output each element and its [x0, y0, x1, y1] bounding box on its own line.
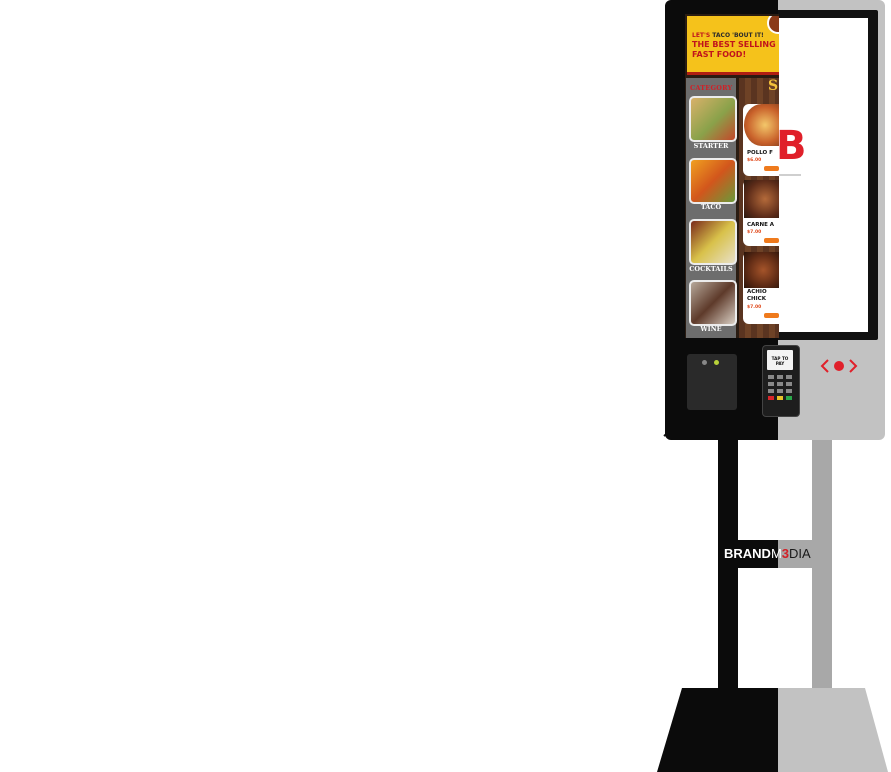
- food-image-1: [744, 104, 779, 146]
- category-tile-starter[interactable]: [689, 96, 737, 142]
- stand-brace-gray-top: [778, 540, 812, 568]
- logo-underline: [779, 174, 801, 176]
- category-label-taco: TACO: [700, 203, 722, 211]
- category-tile-cocktails[interactable]: [689, 219, 737, 265]
- brand-part4: DIA: [789, 546, 811, 561]
- add-to-cart-button-3[interactable]: [764, 313, 779, 318]
- banner-tagline: LET'S TACO 'BOUT IT!: [692, 32, 764, 39]
- category-title: CATEGORY: [690, 84, 733, 92]
- category-tile-wine[interactable]: [689, 280, 737, 326]
- food-name-2: CARNE A: [747, 222, 775, 228]
- banner-headline-line1: THE BEST SELLING: [692, 40, 776, 49]
- scanner-led-gray: [702, 360, 707, 365]
- add-to-cart-button-1[interactable]: [764, 166, 779, 171]
- banner-tagline-prefix: LET'S: [692, 32, 711, 39]
- terminal-keypad: [768, 375, 792, 400]
- banner-tagline-highlight: TACO 'BOUT IT!: [712, 32, 764, 39]
- brand-part2: M: [770, 546, 782, 561]
- brand-logo: BRANDM3DIA: [724, 546, 811, 562]
- category-label-wine: WINE: [700, 325, 722, 333]
- banner-food-thumbnail: [767, 16, 779, 34]
- stand-pole-right: [812, 440, 832, 690]
- scanner-led-green: [714, 360, 719, 365]
- category-tile-taco[interactable]: [689, 158, 737, 204]
- stand-pole-left: [718, 440, 738, 690]
- food-name-3b: CHICK: [747, 296, 766, 302]
- add-to-cart-button-2[interactable]: [764, 238, 779, 243]
- category-label-cocktails: COCKTAILS: [689, 265, 733, 273]
- stand-brace-black-top: [738, 540, 778, 568]
- barcode-scanner: [687, 354, 737, 410]
- terminal-screen: [767, 350, 793, 370]
- logo-mark: B: [776, 126, 807, 166]
- food-name-3a: ACHIO: [747, 289, 767, 295]
- food-image-3: [744, 252, 779, 288]
- logo-letter: B: [776, 123, 807, 169]
- brand-part3: 3: [781, 546, 790, 561]
- contactless-sensor-icon: [820, 359, 858, 373]
- food-name-1: POLLO F: [747, 150, 773, 156]
- food-price-3: $7.00: [747, 305, 762, 310]
- food-price-1: $6.00: [747, 158, 762, 163]
- banner-headline-line2: FAST FOOD!: [692, 50, 747, 59]
- terminal-label: TAP TO PAY: [771, 356, 789, 366]
- food-price-2: $7.00: [747, 230, 762, 235]
- category-label-starter: STARTER: [693, 142, 729, 150]
- food-image-2: [744, 180, 779, 218]
- stand-base: [657, 688, 888, 772]
- brand-part1: BRAND: [724, 546, 771, 561]
- section-letter: S: [768, 78, 779, 94]
